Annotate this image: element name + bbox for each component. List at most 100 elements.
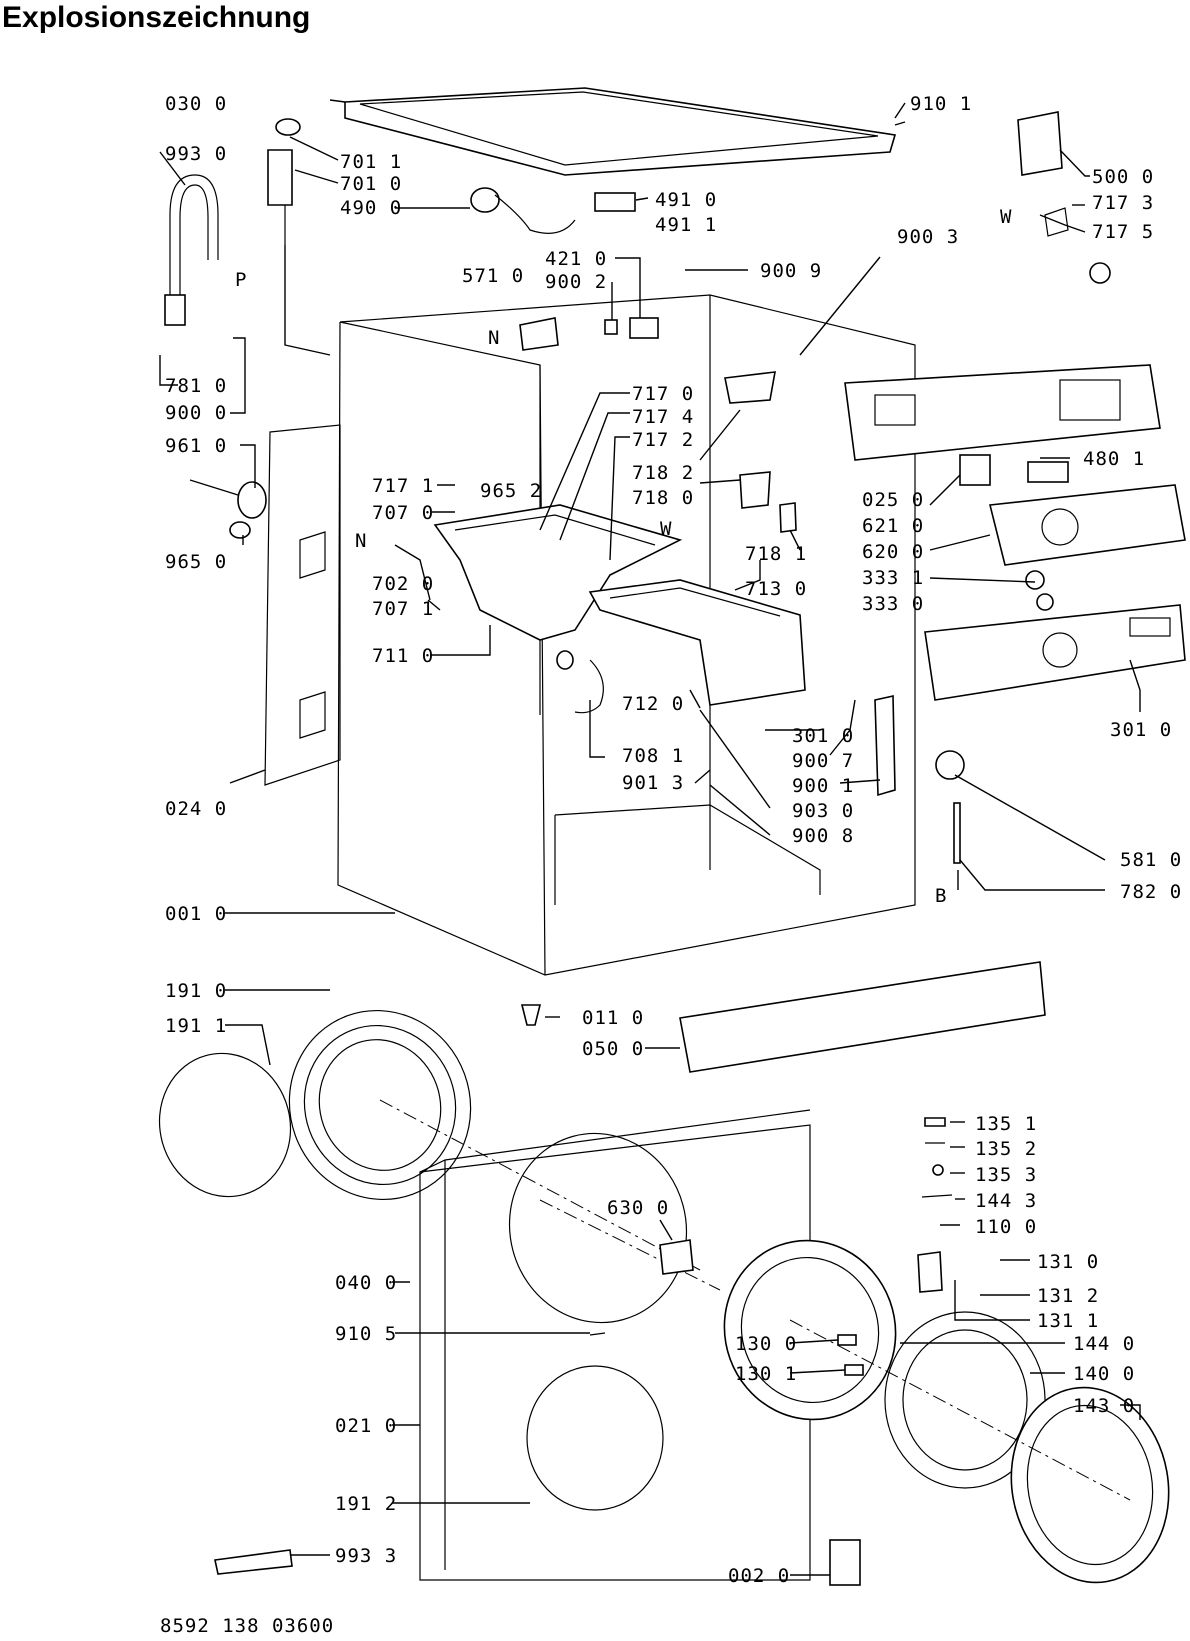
callout-900-8: 900 8 [792, 825, 854, 847]
dispenser-drawer-part [588, 579, 806, 706]
callout-961-0: 961 0 [165, 435, 227, 457]
rear-panel-part [264, 424, 341, 786]
callout-b: B [935, 885, 947, 907]
callout-333-0: 333 0 [862, 593, 924, 615]
callout-500-0: 500 0 [1092, 166, 1154, 188]
callout-707-1: 707 1 [372, 598, 434, 620]
callout-421-0: 421 0 [545, 248, 607, 270]
callout-717-5: 717 5 [1092, 221, 1154, 243]
small-parts [164, 111, 1111, 1586]
callout-910-1: 910 1 [910, 93, 972, 115]
callout-labels: 030 0 993 0 701 1 701 0 490 0 910 1 500 … [160, 93, 1182, 1637]
callout-491-1: 491 1 [655, 214, 717, 236]
leader-lines [159, 99, 1141, 1576]
callout-143-0: 143 0 [1073, 1395, 1135, 1417]
callout-025-0: 025 0 [862, 489, 924, 511]
callout-713-0: 713 0 [745, 578, 807, 600]
control-module-part [989, 484, 1186, 566]
dispenser-housing-part [433, 504, 683, 641]
callout-131-0: 131 0 [1037, 1251, 1099, 1273]
callout-030-0: 030 0 [165, 93, 227, 115]
fascia-part [924, 604, 1186, 701]
callout-965-0: 965 0 [165, 551, 227, 573]
callout-900-9: 900 9 [760, 260, 822, 282]
callout-w-dispenser: W [660, 518, 672, 540]
callout-131-1: 131 1 [1037, 1310, 1099, 1332]
callout-900-0: 900 0 [165, 402, 227, 424]
callout-p: P [235, 269, 247, 291]
callout-480-1: 480 1 [1083, 448, 1145, 470]
callout-711-0: 711 0 [372, 645, 434, 667]
cabinet-part [337, 294, 916, 976]
callout-900-3: 900 3 [897, 226, 959, 248]
callout-702-0: 702 0 [372, 573, 434, 595]
callout-130-0: 130 0 [735, 1333, 797, 1355]
callout-993-3: 993 3 [335, 1545, 397, 1567]
top-lid-part [344, 87, 897, 176]
callout-110-0: 110 0 [975, 1216, 1037, 1238]
callout-491-0: 491 0 [655, 189, 717, 211]
callout-717-3: 717 3 [1092, 192, 1154, 214]
callout-050-0: 050 0 [582, 1038, 644, 1060]
callout-581-0: 581 0 [1120, 849, 1182, 871]
page-title: Explosionszeichnung [2, 1, 311, 34]
callout-001-0: 001 0 [165, 903, 227, 925]
callout-191-2: 191 2 [335, 1493, 397, 1515]
callout-002-0: 002 0 [728, 1565, 790, 1587]
callout-717-0: 717 0 [632, 383, 694, 405]
callout-901-3: 901 3 [622, 772, 684, 794]
callout-144-0: 144 0 [1073, 1333, 1135, 1355]
callout-620-0: 620 0 [862, 541, 924, 563]
callout-131-2: 131 2 [1037, 1285, 1099, 1307]
callout-490-0: 490 0 [340, 197, 402, 219]
callout-144-3: 144 3 [975, 1190, 1037, 1212]
callout-708-1: 708 1 [622, 745, 684, 767]
callout-910-5: 910 5 [335, 1323, 397, 1345]
parts-artwork [158, 87, 1186, 1586]
callout-717-2: 717 2 [632, 429, 694, 451]
callout-021-0: 021 0 [335, 1415, 397, 1437]
callout-630-0: 630 0 [607, 1197, 669, 1219]
axis-lines [379, 1099, 1131, 1501]
callout-621-0: 621 0 [862, 515, 924, 537]
callout-024-0: 024 0 [165, 798, 227, 820]
callout-w-top: W [1000, 206, 1012, 228]
callout-718-0: 718 0 [632, 487, 694, 509]
callout-191-1: 191 1 [165, 1015, 227, 1037]
callout-301-0-fascia: 301 0 [1110, 719, 1172, 741]
drawing-number: 8592 138 03600 [160, 1615, 334, 1637]
callout-900-2: 900 2 [545, 271, 607, 293]
callout-n-pump: N [488, 327, 500, 349]
plinth-part [679, 961, 1046, 1073]
callout-571-0: 571 0 [462, 265, 524, 287]
callout-712-0: 712 0 [622, 693, 684, 715]
callout-130-1: 130 1 [735, 1363, 797, 1385]
callout-140-0: 140 0 [1073, 1363, 1135, 1385]
callout-781-0: 781 0 [165, 375, 227, 397]
callout-333-1: 333 1 [862, 567, 924, 589]
callout-707-0: 707 0 [372, 502, 434, 524]
callout-701-0: 701 0 [340, 173, 402, 195]
callout-701-1: 701 1 [340, 151, 402, 173]
callout-135-2: 135 2 [975, 1138, 1037, 1160]
control-board-part [844, 364, 1161, 461]
door-seal-part [158, 1009, 688, 1511]
callout-993-0: 993 0 [165, 143, 227, 165]
callout-011-0: 011 0 [582, 1007, 644, 1029]
callout-135-1: 135 1 [975, 1113, 1037, 1135]
callout-301-0: 301 0 [792, 725, 854, 747]
callout-135-3: 135 3 [975, 1164, 1037, 1186]
callout-718-2: 718 2 [632, 462, 694, 484]
callout-782-0: 782 0 [1120, 881, 1182, 903]
callout-717-4: 717 4 [632, 406, 694, 428]
callout-718-1: 718 1 [745, 543, 807, 565]
callout-900-1: 900 1 [792, 775, 854, 797]
callout-903-0: 903 0 [792, 800, 854, 822]
callout-191-0: 191 0 [165, 980, 227, 1002]
callout-900-7: 900 7 [792, 750, 854, 772]
callout-965-2: 965 2 [480, 480, 542, 502]
callout-717-1: 717 1 [372, 475, 434, 497]
callout-n-valve: N [355, 530, 367, 552]
callout-040-0: 040 0 [335, 1272, 397, 1294]
